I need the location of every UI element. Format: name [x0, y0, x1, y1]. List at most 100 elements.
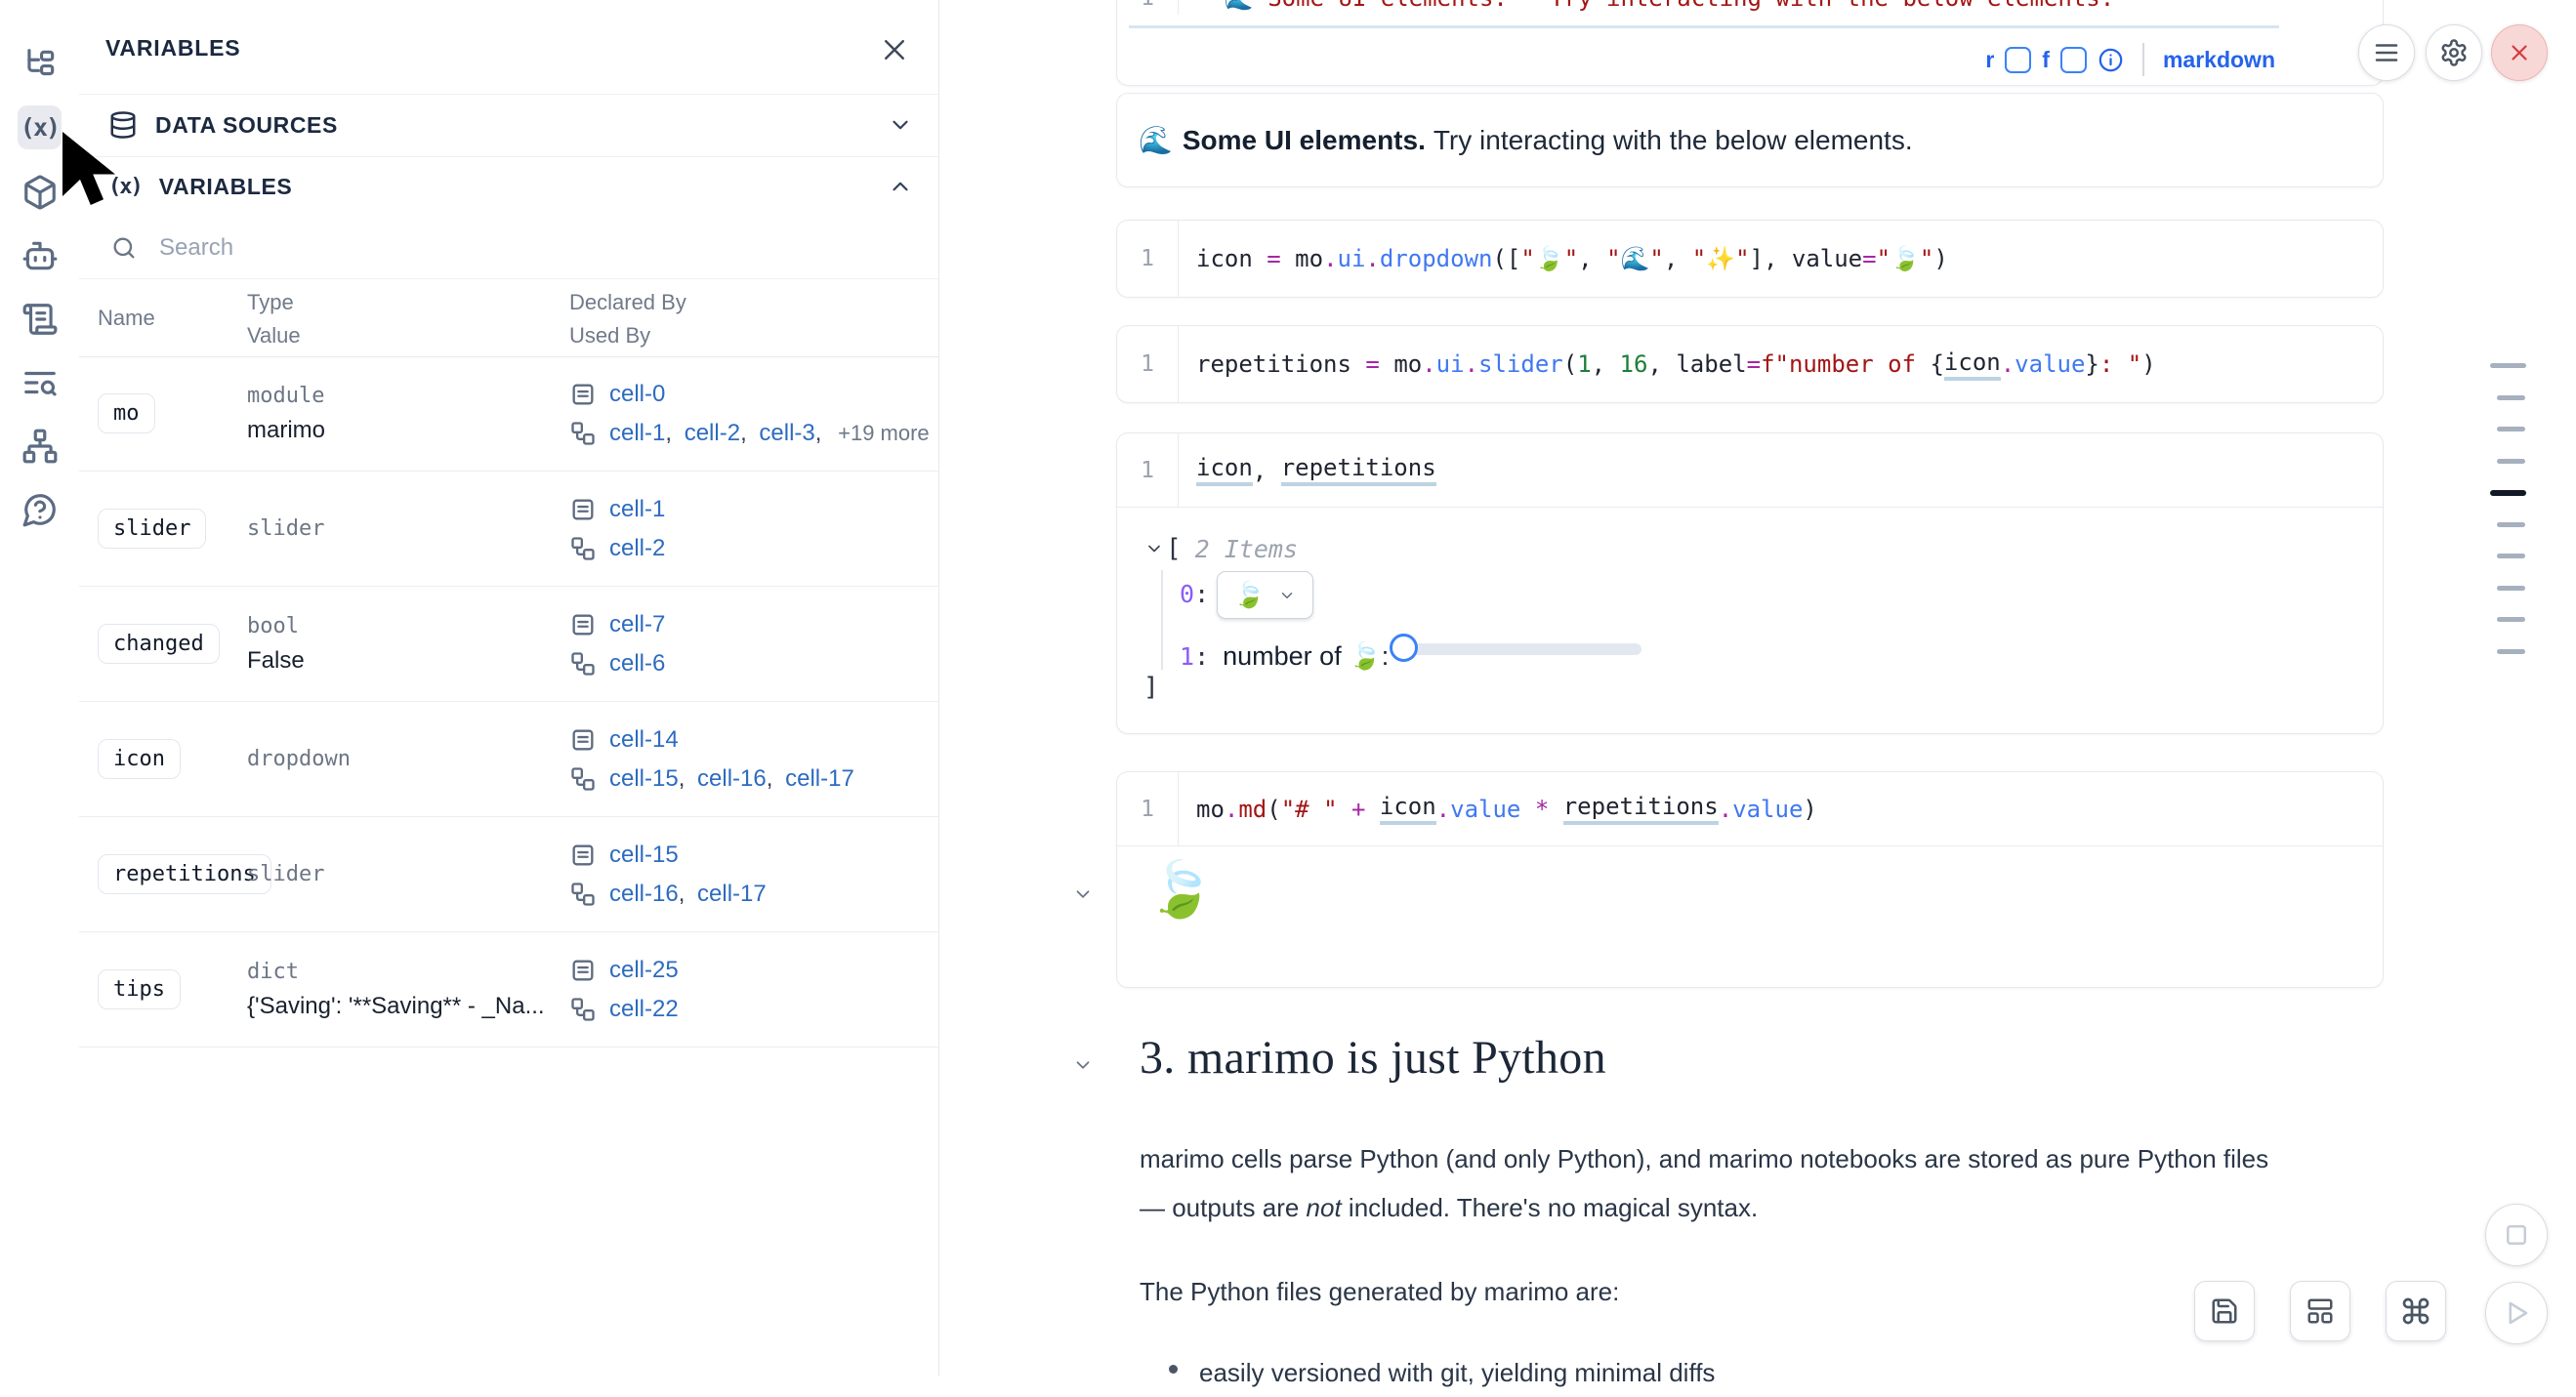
file-tree-icon[interactable]	[18, 42, 62, 86]
link-icon	[569, 765, 597, 793]
minimap-cell-marker[interactable]	[2497, 395, 2525, 400]
wave-emoji: 🌊	[1139, 125, 1173, 155]
save-icon[interactable]	[2194, 1281, 2255, 1341]
package-icon[interactable]	[18, 170, 62, 214]
declared-by-line: cell-25	[569, 957, 933, 984]
markdown-section: 3. marimo is just Python	[1140, 1031, 2409, 1085]
output-collapse-icon[interactable]	[1072, 883, 1094, 905]
variables-search	[79, 217, 938, 279]
info-icon[interactable]	[2098, 47, 2124, 73]
variable-type: dropdown	[247, 747, 351, 771]
variable-type: dict	[247, 959, 299, 984]
network-icon[interactable]	[18, 424, 62, 468]
bot-icon[interactable]	[18, 233, 62, 277]
variables-panel: VARIABLES DATA SOURCES (x) VARIABLES	[79, 0, 939, 1376]
code-cell-slider[interactable]: 1 repetitions = mo.ui.slider(1, 16, labe…	[1116, 325, 2384, 403]
minimap-cell-marker[interactable]	[2497, 554, 2525, 558]
minimap-cell-marker[interactable]	[2497, 459, 2525, 464]
section-collapse-icon[interactable]	[1072, 1054, 1094, 1076]
layout-icon[interactable]	[2290, 1281, 2350, 1341]
variable-value: marimo	[247, 416, 326, 443]
help-icon[interactable]	[18, 487, 62, 531]
variable-name-badge[interactable]: icon	[98, 739, 181, 779]
cell-link[interactable]: cell-16	[697, 764, 767, 792]
variables-section-header[interactable]: (x) VARIABLES	[79, 156, 938, 217]
settings-icon[interactable]	[2426, 24, 2482, 81]
cell-link[interactable]: cell-1	[609, 495, 666, 522]
cell-link[interactable]: cell-15	[609, 764, 679, 792]
variable-type: slider	[247, 516, 325, 541]
minimap-cell-marker[interactable]	[2497, 522, 2525, 527]
code-line[interactable]: icon = mo.ui.dropdown(["🍃", "🌊", "✨"], v…	[1196, 245, 1948, 272]
code-line[interactable]: mo.md("# " + icon.value * repetitions.va…	[1196, 772, 1817, 845]
section-heading: 3. marimo is just Python	[1140, 1032, 1606, 1084]
cell-link[interactable]: cell-17	[785, 764, 854, 792]
minimap-cell-marker[interactable]	[2497, 427, 2525, 431]
cell-icon	[569, 957, 597, 984]
cell-link[interactable]: cell-7	[609, 610, 666, 637]
variable-name-badge[interactable]: changed	[98, 624, 220, 664]
variable-refs-cell: cell-1 cell-2	[569, 472, 933, 586]
markdown-mode-button[interactable]: markdown	[2162, 46, 2275, 72]
data-sources-section-header[interactable]: DATA SOURCES	[79, 94, 938, 157]
cell-link[interactable]: cell-16	[609, 880, 679, 907]
minimap-cell-marker[interactable]	[2497, 586, 2525, 591]
code-cell-md[interactable]: 1 mo.md("# " + icon.value * repetitions.…	[1116, 771, 2384, 988]
tree-collapse-icon[interactable]	[1144, 539, 1164, 558]
cell-link[interactable]: cell-2	[684, 419, 741, 446]
minimap-cell-marker[interactable]	[2490, 490, 2526, 496]
search-input[interactable]	[157, 232, 747, 263]
minimap-cell-marker[interactable]	[2490, 363, 2526, 368]
cell-link[interactable]: cell-25	[609, 956, 679, 983]
slider-track[interactable]	[1406, 643, 1641, 655]
toolbar-r-checkbox[interactable]	[2005, 46, 2032, 73]
command-icon[interactable]	[2386, 1281, 2446, 1341]
cell-link[interactable]: cell-1	[609, 419, 666, 446]
cell-link[interactable]: cell-3	[759, 419, 815, 446]
scroll-icon[interactable]	[18, 297, 62, 341]
code-line[interactable]: **🌊 Some UI elements.** Try interacting …	[1196, 0, 2114, 15]
cell-link[interactable]: cell-22	[609, 995, 679, 1022]
stop-icon[interactable]	[2485, 1204, 2548, 1266]
menu-icon[interactable]	[2358, 24, 2415, 81]
minimap-cell-marker[interactable]	[2497, 617, 2525, 622]
slider-thumb[interactable]	[1390, 634, 1418, 662]
variable-row[interactable]: slider slider cell-1 cell-2	[79, 472, 938, 587]
toolbar-f-checkbox[interactable]	[2059, 46, 2087, 73]
minimap-cell-marker[interactable]	[2497, 649, 2525, 654]
cell-link[interactable]: cell-17	[697, 880, 767, 907]
cell-link[interactable]: cell-0	[609, 380, 666, 407]
cell-link[interactable]: cell-15	[609, 841, 679, 868]
markdown-cell-editor[interactable]: 1 **🌊 Some UI elements.** Try interactin…	[1116, 0, 2384, 86]
shutdown-icon[interactable]	[2491, 24, 2548, 81]
variables-icon[interactable]: (x)	[18, 105, 62, 149]
variable-name-badge[interactable]: mo	[98, 393, 155, 433]
code-line[interactable]: icon, repetitions	[1196, 433, 1436, 507]
declared-by-line: cell-0	[569, 381, 933, 408]
variable-name-badge[interactable]: tips	[98, 969, 181, 1009]
variable-name-badge[interactable]: repetitions	[98, 854, 271, 894]
run-icon[interactable]	[2485, 1282, 2548, 1344]
variable-name-badge[interactable]: slider	[98, 509, 207, 549]
text-search-icon[interactable]	[18, 360, 62, 404]
code-cell-tuple[interactable]: 1 icon, repetitions [ 2 Items 0 : 🍃	[1116, 432, 2384, 734]
cell-link[interactable]: cell-2	[609, 534, 666, 561]
code-cell-dropdown[interactable]: 1 icon = mo.ui.dropdown(["🍃", "🌊", "✨"],…	[1116, 220, 2384, 298]
cell-link[interactable]: cell-6	[609, 649, 666, 677]
cell-link[interactable]: cell-14	[609, 725, 679, 753]
cell-editor[interactable]: 1 icon, repetitions	[1117, 433, 2383, 508]
variable-refs-cell: cell-7 cell-6	[569, 587, 933, 701]
code-line[interactable]: repetitions = mo.ui.slider(1, 16, label=…	[1196, 326, 2156, 402]
variable-name-cell: icon	[98, 702, 242, 816]
cell-editor[interactable]: 1 mo.md("# " + icon.value * repetitions.…	[1117, 772, 2383, 846]
database-icon	[108, 110, 138, 140]
close-icon[interactable]	[880, 33, 913, 66]
dropdown-select[interactable]: 🍃	[1217, 571, 1313, 619]
used-by-line: cell-1, cell-2, cell-3, +19 more	[569, 420, 933, 447]
